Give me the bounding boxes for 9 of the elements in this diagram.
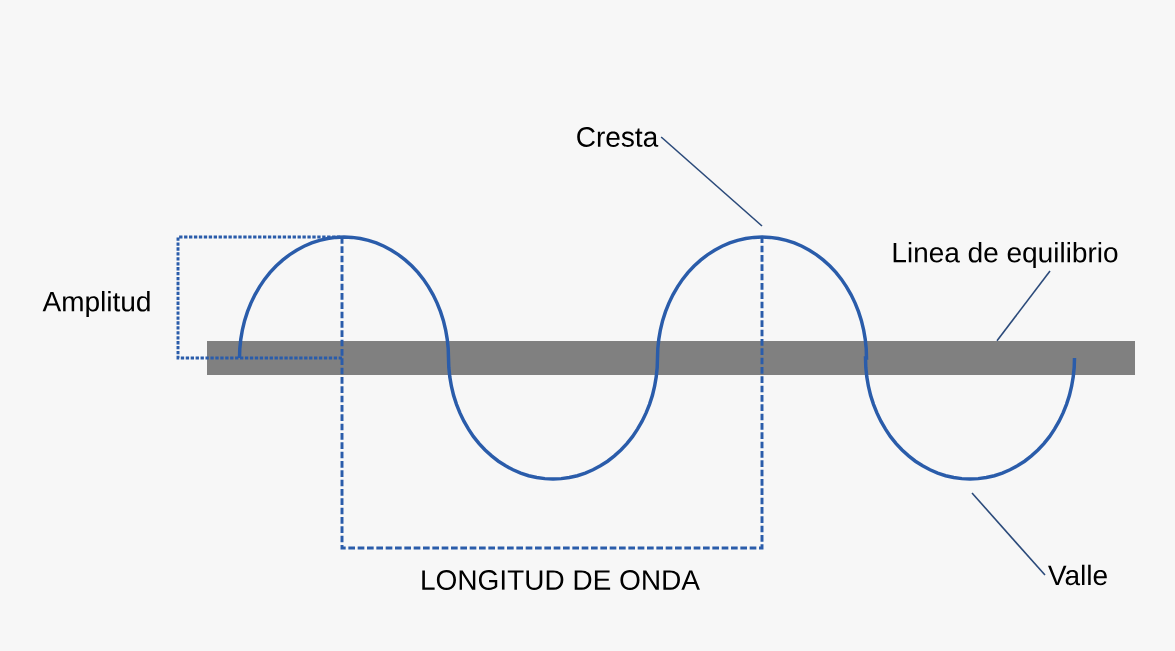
dimension-label: LONGITUD DE ONDA <box>422 570 700 590</box>
leader-line <box>971 492 1046 576</box>
leader-line <box>660 136 763 227</box>
text-label: Linea de equilibrio <box>893 241 1118 269</box>
equilibrium-bar <box>207 341 1135 375</box>
text-label: Valle <box>1048 564 1107 586</box>
text-label: Cresta <box>577 127 659 147</box>
dimension-label: Amplitud <box>42 290 150 318</box>
leader-line <box>996 270 1051 342</box>
